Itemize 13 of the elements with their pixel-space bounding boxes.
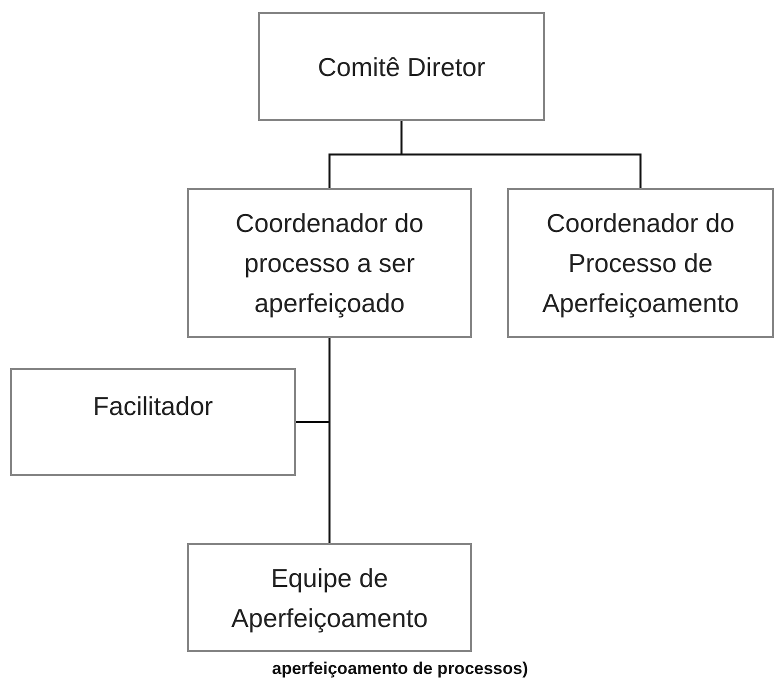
org-box bbox=[187, 543, 472, 652]
box-title: Coordenador do processo a ser aperfeiçoado bbox=[234, 207, 424, 320]
box-title: Coordenador do Processo de Aperfeiçoamento bbox=[541, 207, 740, 320]
org-box bbox=[258, 12, 545, 121]
connector-line bbox=[400, 121, 642, 188]
box-title: Equipe de Aperfeiçoamento bbox=[230, 562, 429, 634]
box-title: Comitê Diretor bbox=[318, 50, 486, 84]
org-box bbox=[10, 368, 296, 476]
box-title: Facilitador bbox=[93, 390, 213, 423]
connector-line bbox=[328, 338, 330, 543]
org-box bbox=[507, 188, 774, 338]
org-box bbox=[187, 188, 472, 338]
caption-note: aperfeiçoamento de processos) bbox=[270, 658, 530, 680]
